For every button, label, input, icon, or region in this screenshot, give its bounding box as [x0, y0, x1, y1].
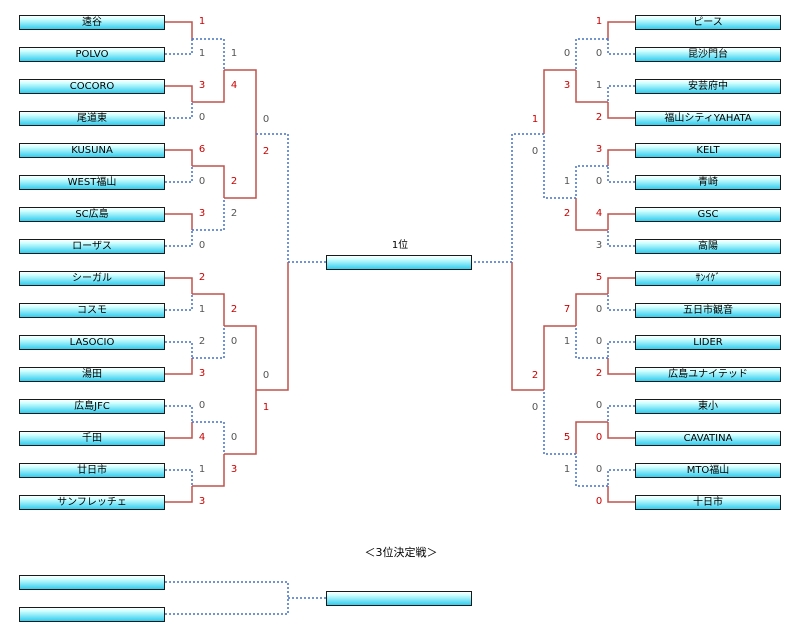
score-right-r1-2: 0	[595, 48, 603, 59]
score-left-r1-14: 4	[198, 432, 206, 443]
team-right-3: 安芸府中	[635, 79, 781, 94]
score-left-r1-3: 3	[198, 80, 206, 91]
score-right-r2-4: 2	[563, 208, 571, 219]
score-right-r2-7: 5	[563, 432, 571, 443]
score-right-r3-4: 0	[531, 402, 539, 413]
team-right-10: 五日市観音	[635, 303, 781, 318]
score-right-r1-8: 3	[595, 240, 603, 251]
team-right-13: 東小	[635, 399, 781, 414]
score-right-r1-16: 0	[595, 496, 603, 507]
score-left-r1-12: 3	[198, 368, 206, 379]
score-left-r1-4: 0	[198, 112, 206, 123]
score-right-r2-5: 7	[563, 304, 571, 315]
score-right-r3-1: 1	[531, 114, 539, 125]
score-left-r1-2: 1	[198, 48, 206, 59]
final-label: 1位	[391, 240, 409, 251]
score-right-r1-14: 0	[595, 432, 603, 443]
team-left-10: コスモ	[19, 303, 165, 318]
team-left-7: SC広島	[19, 207, 165, 222]
score-left-r1-8: 0	[198, 240, 206, 251]
team-left-3: COCORO	[19, 79, 165, 94]
final-winner-box	[326, 255, 472, 270]
team-left-2: POLVO	[19, 47, 165, 62]
team-right-6: 青崎	[635, 175, 781, 190]
score-left-r3-3: 0	[262, 370, 270, 381]
score-right-r2-6: 1	[563, 336, 571, 347]
team-left-1: 遠谷	[19, 15, 165, 30]
team-right-14: CAVATINA	[635, 431, 781, 446]
team-left-16: サンフレッチェ	[19, 495, 165, 510]
score-right-r3-3: 2	[531, 370, 539, 381]
team-right-16: 十日市	[635, 495, 781, 510]
score-right-r2-8: 1	[563, 464, 571, 475]
score-left-r1-11: 2	[198, 336, 206, 347]
team-right-1: ピース	[635, 15, 781, 30]
score-left-r2-4: 2	[230, 208, 238, 219]
score-right-r1-11: 0	[595, 336, 603, 347]
score-left-r2-3: 2	[230, 176, 238, 187]
score-left-r2-1: 1	[230, 48, 238, 59]
team-right-7: GSC	[635, 207, 781, 222]
score-left-r1-16: 3	[198, 496, 206, 507]
score-left-r2-2: 4	[230, 80, 238, 91]
team-right-11: LIDER	[635, 335, 781, 350]
score-left-r3-4: 1	[262, 402, 270, 413]
score-left-r1-9: 2	[198, 272, 206, 283]
score-right-r1-10: 0	[595, 304, 603, 315]
team-left-5: KUSUNA	[19, 143, 165, 158]
score-left-r1-13: 0	[198, 400, 206, 411]
score-left-r2-7: 0	[230, 432, 238, 443]
score-left-r1-15: 1	[198, 464, 206, 475]
team-right-4: 福山シティYAHATA	[635, 111, 781, 126]
third-place-team-2	[19, 607, 165, 622]
score-right-r1-3: 1	[595, 80, 603, 91]
team-right-12: 広島ユナイテッド	[635, 367, 781, 382]
score-right-r1-6: 0	[595, 176, 603, 187]
team-left-6: WEST福山	[19, 175, 165, 190]
team-right-5: KELT	[635, 143, 781, 158]
score-left-r2-6: 0	[230, 336, 238, 347]
team-right-8: 高陽	[635, 239, 781, 254]
score-right-r2-3: 1	[563, 176, 571, 187]
score-right-r1-7: 4	[595, 208, 603, 219]
score-left-r1-7: 3	[198, 208, 206, 219]
team-left-9: シーガル	[19, 271, 165, 286]
score-left-r2-5: 2	[230, 304, 238, 315]
team-left-8: ローザス	[19, 239, 165, 254]
score-right-r1-9: 5	[595, 272, 603, 283]
team-right-2: 昆沙門台	[635, 47, 781, 62]
third-place-team-1	[19, 575, 165, 590]
score-right-r3-2: 0	[531, 146, 539, 157]
score-left-r1-10: 1	[198, 304, 206, 315]
team-left-4: 尾道東	[19, 111, 165, 126]
team-left-11: LASOCIO	[19, 335, 165, 350]
score-right-r2-1: 0	[563, 48, 571, 59]
team-left-13: 広島JFC	[19, 399, 165, 414]
score-left-r3-1: 0	[262, 114, 270, 125]
score-left-r1-6: 0	[198, 176, 206, 187]
score-right-r1-12: 2	[595, 368, 603, 379]
score-right-r2-2: 3	[563, 80, 571, 91]
score-right-r1-4: 2	[595, 112, 603, 123]
team-left-15: 廿日市	[19, 463, 165, 478]
third-place-winner-box	[326, 591, 472, 606]
score-right-r1-5: 3	[595, 144, 603, 155]
score-right-r1-13: 0	[595, 400, 603, 411]
score-left-r1-1: 1	[198, 16, 206, 27]
score-left-r1-5: 6	[198, 144, 206, 155]
team-left-14: 千田	[19, 431, 165, 446]
score-left-r2-8: 3	[230, 464, 238, 475]
team-left-12: 湯田	[19, 367, 165, 382]
score-right-r1-15: 0	[595, 464, 603, 475]
team-right-9: ｻﾝｲｹﾞ	[635, 271, 781, 286]
score-left-r3-2: 2	[262, 146, 270, 157]
score-right-r1-1: 1	[595, 16, 603, 27]
team-right-15: MTO福山	[635, 463, 781, 478]
third-place-caption: ＜3位決定戦＞	[364, 546, 438, 559]
